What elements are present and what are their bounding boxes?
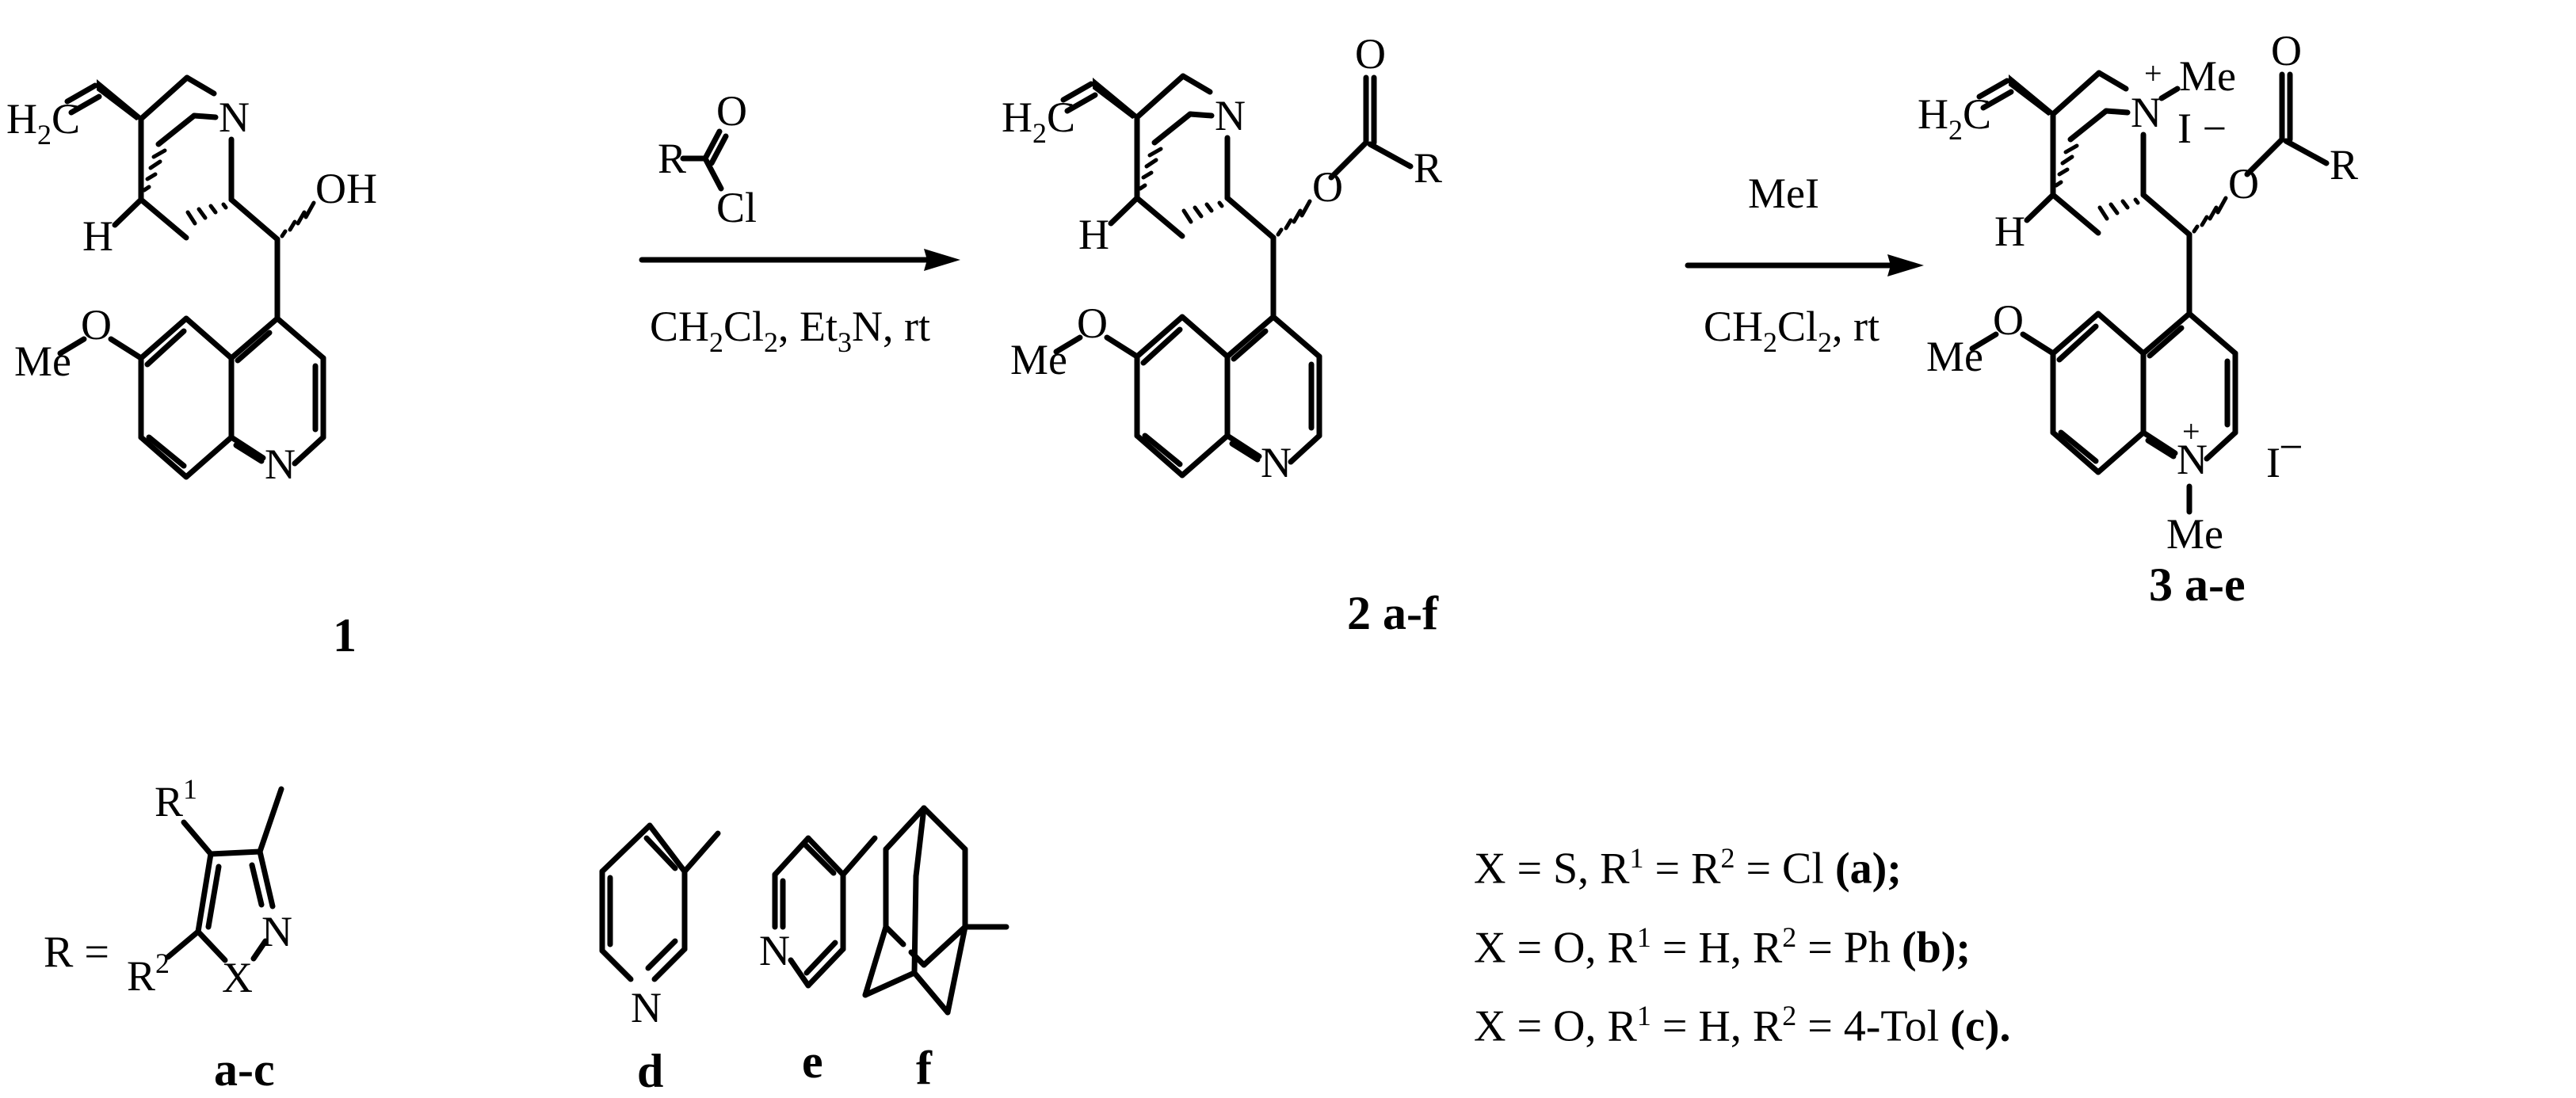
- acyl-chloride-reagent: R O Cl: [658, 87, 757, 231]
- svg-text:Me: Me: [14, 337, 71, 385]
- rgroup-f-label: f: [916, 1042, 933, 1094]
- svg-text:R: R: [658, 135, 686, 182]
- svg-text:N: N: [1261, 439, 1292, 486]
- svg-text:N: N: [219, 93, 250, 141]
- svg-text:O: O: [1312, 163, 1343, 211]
- svg-text:O: O: [1355, 30, 1386, 78]
- arrow-1-conditions: CH2Cl2, Et3N, rt: [650, 303, 930, 358]
- compound-2-label: 2 a-f: [1347, 587, 1439, 639]
- svg-text:O: O: [1993, 296, 2024, 344]
- svg-text:X: X: [222, 954, 253, 1001]
- svg-text:I: I: [2266, 439, 2280, 486]
- svg-text:H2C: H2C: [1918, 90, 1991, 146]
- compound-1-structure: [57, 74, 326, 480]
- svg-text:R: R: [2330, 141, 2358, 189]
- arrow-2-conditions: CH2Cl2, rt: [1704, 303, 1880, 358]
- rgroup-a-c-structure: R1 N X R2: [127, 773, 292, 1001]
- svg-text:H: H: [1078, 211, 1109, 258]
- svg-text:O: O: [2228, 160, 2259, 208]
- definition-c: X = O, R1 = H, R2 = 4-Tol (c).: [1474, 1000, 2011, 1051]
- svg-text:O: O: [2271, 27, 2302, 74]
- svg-text:+: +: [2182, 414, 2200, 449]
- svg-text:R1: R1: [155, 773, 197, 825]
- svg-text:−: −: [2279, 423, 2303, 471]
- svg-text:N: N: [2177, 436, 2208, 483]
- svg-text:I −: I −: [2177, 105, 2227, 152]
- definition-a: X = S, R1 = R2 = Cl (a);: [1474, 842, 1902, 894]
- rgroup-f-structure: [862, 805, 1009, 1016]
- definition-b: X = O, R1 = H, R2 = Ph (b);: [1474, 921, 1971, 973]
- reaction-arrow-2: [1685, 254, 1924, 276]
- svg-text:R2: R2: [127, 947, 170, 1000]
- svg-text:H2C: H2C: [1002, 93, 1075, 149]
- svg-text:N: N: [759, 927, 790, 974]
- svg-text:N: N: [265, 440, 296, 488]
- svg-text:Me: Me: [2179, 52, 2236, 100]
- svg-text:H2C: H2C: [6, 95, 80, 151]
- arrowhead-icon: [924, 249, 960, 271]
- rgroup-d-label: d: [637, 1045, 663, 1097]
- rgroup-definitions: X = S, R1 = R2 = Cl (a); X = O, R1 = H, …: [1474, 824, 2010, 1061]
- compound-2-structure: H2C N O O R H O Me N: [1002, 30, 1442, 486]
- rgroup-d-structure: N: [599, 822, 721, 1031]
- arrowhead-icon: [1887, 254, 1924, 276]
- rgroup-a-c-label: a-c: [214, 1043, 275, 1096]
- wedge-bond-icon: [97, 79, 143, 120]
- svg-text:H: H: [1994, 208, 2025, 255]
- compound-1-atom-labels: H2C N OH H O Me N: [6, 93, 377, 488]
- svg-text:N: N: [2131, 89, 2162, 136]
- svg-text:O: O: [716, 87, 747, 135]
- reaction-arrow-1: [639, 249, 960, 271]
- arrow-2-reagent: MeI: [1748, 170, 1819, 217]
- svg-text:N: N: [261, 908, 292, 955]
- compound-3-structure: H2C N + Me I − O O R H O Me N + I − Me: [1918, 27, 2358, 558]
- svg-text:OH: OH: [315, 165, 377, 212]
- svg-text:Me: Me: [1926, 333, 1983, 380]
- svg-text:O: O: [1077, 299, 1108, 347]
- r-equals-label: R =: [44, 928, 109, 977]
- svg-text:+: +: [2144, 55, 2162, 91]
- compound-3-label: 3 a-e: [2149, 559, 2246, 611]
- svg-text:H: H: [82, 212, 113, 260]
- svg-text:N: N: [1215, 92, 1246, 139]
- svg-text:N: N: [631, 984, 662, 1031]
- rgroup-e-structure: N: [759, 835, 878, 989]
- svg-text:Cl: Cl: [716, 184, 757, 231]
- rgroup-e-label: e: [802, 1035, 823, 1088]
- svg-text:Me: Me: [2166, 510, 2223, 558]
- compound-1-label: 1: [333, 609, 357, 661]
- svg-text:O: O: [81, 301, 112, 349]
- svg-text:Me: Me: [1010, 336, 1067, 383]
- svg-text:R: R: [1414, 144, 1442, 192]
